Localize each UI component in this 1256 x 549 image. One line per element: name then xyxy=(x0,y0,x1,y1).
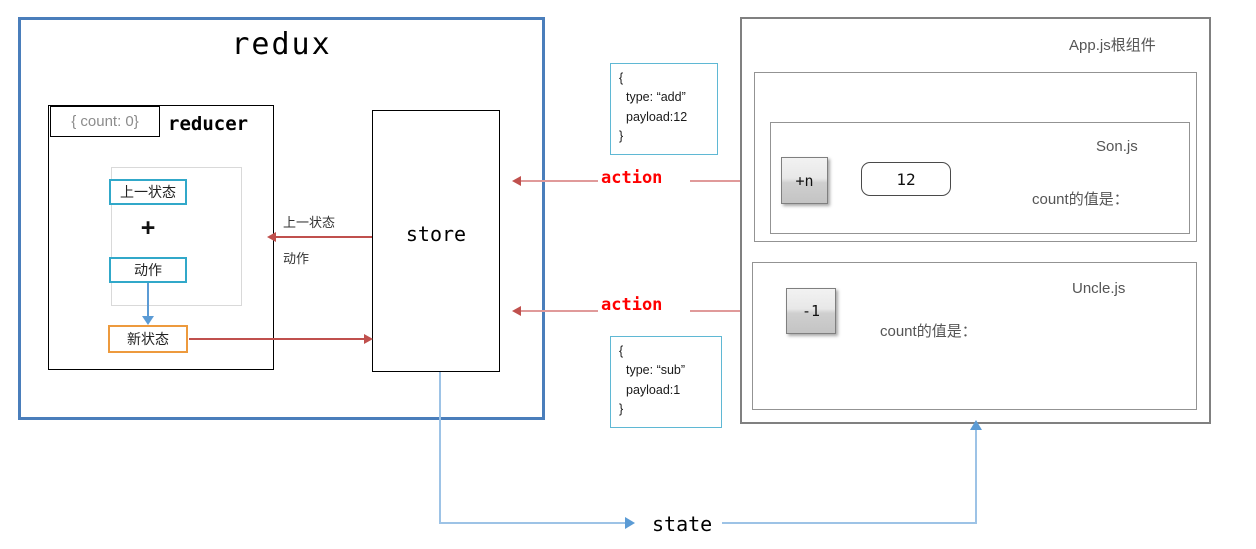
prev-state-box: 上一状态 xyxy=(109,179,187,205)
uncle-component-box xyxy=(752,262,1197,410)
redux-title: redux xyxy=(231,27,332,62)
reducer-flow-line xyxy=(147,283,149,319)
state-up-arrowhead-icon xyxy=(970,420,982,430)
json-payload-line: payload:1 xyxy=(626,382,681,397)
state-line-to-label xyxy=(439,522,629,525)
add-action-payload-box: { type: “add” payload:12 } xyxy=(610,63,718,155)
reducer-label: reducer xyxy=(165,112,252,136)
new-state-box: 新状态 xyxy=(108,325,188,353)
store-box xyxy=(372,110,500,372)
json-type-line: type: “sub” xyxy=(626,363,686,378)
store-to-reducer-line xyxy=(276,236,372,238)
store-to-reducer-arrowhead-icon xyxy=(267,232,276,242)
prev-state-arrow-label: 上一状态 xyxy=(283,215,336,230)
newstate-to-store-arrowhead-icon xyxy=(364,334,373,344)
uncle-count-label: count的值是： xyxy=(880,323,977,340)
add-action-label: action xyxy=(601,168,663,188)
add-action-line-left xyxy=(520,180,598,182)
json-payload-line: payload:12 xyxy=(626,109,688,124)
json-close-brace: } xyxy=(619,129,624,144)
state-line-from-app xyxy=(722,522,977,525)
json-open-brace: { xyxy=(619,71,624,85)
action-arrow-label: 动作 xyxy=(283,251,310,266)
sub-action-payload-box: { type: “sub” payload:1 } xyxy=(610,336,722,428)
reducer-flow-arrowhead-icon xyxy=(142,316,154,325)
sub-action-label: action xyxy=(601,295,663,315)
plus-sign: + xyxy=(140,214,156,242)
add-action-line-right xyxy=(690,180,779,182)
newstate-to-store-line xyxy=(189,338,370,340)
sub-action-line-right xyxy=(690,310,780,312)
sub-action-arrowhead-icon xyxy=(512,306,521,316)
son-count-input[interactable]: 12 xyxy=(861,162,951,196)
minus-one-button[interactable]: -1 xyxy=(786,288,836,334)
son-count-label: count的值是： xyxy=(1032,191,1129,208)
son-component-box xyxy=(770,122,1190,234)
add-action-arrowhead-icon xyxy=(512,176,521,186)
app-root-title: App.js根组件 xyxy=(1069,37,1156,54)
uncle-component-title: Uncle.js xyxy=(1072,280,1126,297)
state-line-up-to-app xyxy=(975,430,978,524)
json-open-brace: { xyxy=(619,344,624,358)
action-input-box: 动作 xyxy=(109,257,187,283)
state-arrowhead-icon xyxy=(625,517,635,529)
json-close-brace: } xyxy=(619,402,624,417)
json-type-line: type: “add” xyxy=(626,90,686,105)
initial-state-chip: { count: 0} xyxy=(50,106,160,137)
add-n-button[interactable]: +n xyxy=(781,157,828,204)
state-line-from-store xyxy=(439,372,442,524)
store-label: store xyxy=(405,222,467,246)
sub-action-line-left xyxy=(520,310,598,312)
son-component-title: Son.js xyxy=(1096,138,1138,155)
state-label: state xyxy=(652,512,713,536)
